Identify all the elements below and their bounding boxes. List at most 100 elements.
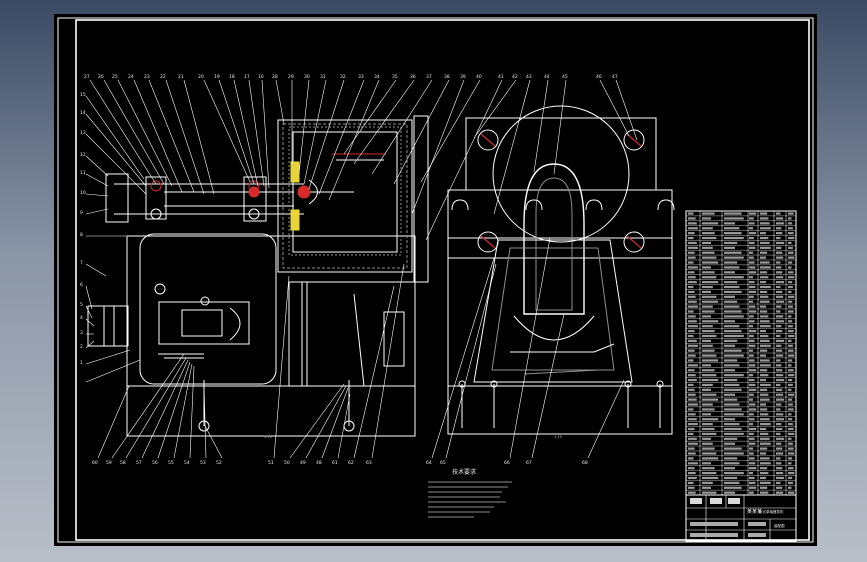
parts-list-cell-text [776,212,781,215]
parts-list-cell-text [776,232,783,235]
parts-list-cell-text [749,276,753,279]
parts-list-cell-text [724,378,738,382]
parts-list-cell-text [688,359,694,362]
parts-list-cell-text [702,408,715,411]
parts-list-cell-text [688,378,697,382]
parts-list-cell-text [702,339,711,342]
parts-list-cell-text [688,320,697,323]
svg-text:33: 33 [358,74,364,80]
parts-list-cell-text [760,276,769,279]
parts-list-cell-text [749,423,753,426]
parts-list-cell-text [688,266,698,269]
svg-text:3: 3 [80,330,83,336]
parts-list-cell-text [688,271,695,274]
svg-text:67: 67 [526,460,532,466]
parts-list-cell-text [776,329,783,333]
svg-text:58: 58 [120,460,126,466]
parts-list-cell-text [760,427,766,431]
parts-list-cell-text [724,427,742,431]
parts-list-cell-text [688,354,696,357]
parts-list-cell-text [788,354,795,357]
svg-text:28: 28 [272,74,278,80]
parts-list-cell-text [760,232,766,235]
parts-list-cell-text [724,413,744,416]
svg-text:25: 25 [112,74,118,80]
parts-list-cell-text [724,285,740,289]
parts-list-cell-text [749,295,754,298]
side-view-accents [480,133,642,249]
svg-text:1: 1 [80,360,83,366]
parts-list-cell-text [688,217,696,220]
parts-list-cell-text [724,398,738,401]
parts-list-cell-text [776,241,785,245]
parts-list-cell-text [688,261,694,264]
parts-list-cell-text [702,364,711,367]
parts-list-cell-text [760,471,769,475]
parts-list-cell-text [776,320,785,323]
parts-list-cell-text [724,447,742,450]
parts-list-cell-text [688,403,698,406]
parts-list-cell-text [760,281,766,284]
parts-list-cell-text [688,374,696,377]
parts-list-cell-text [788,300,793,303]
parts-list-cell-text [776,393,784,396]
svg-text:59: 59 [106,460,112,466]
parts-list-cell-text [724,325,740,328]
svg-text:44: 44 [544,74,550,80]
parts-list-cell-text [776,437,785,440]
parts-list-cell-text [724,339,738,342]
parts-list-cell-text [702,486,711,489]
parts-list-cell-text [688,398,697,401]
parts-list-cell-text [702,212,715,215]
parts-list-cell-text [724,241,738,245]
parts-list-cell-text [749,256,754,259]
parts-list-cell-text [749,491,754,494]
parts-list-cell-text [760,408,768,411]
parts-list-cell-text [776,442,782,445]
parts-list-cell-text [688,423,698,426]
svg-text:61: 61 [332,460,338,466]
parts-list-cell-text [760,310,768,313]
parts-list-cell-text [724,344,735,347]
parts-list-cell-text [760,388,768,391]
parts-list-cell-text [760,418,770,421]
svg-text:13: 13 [80,130,86,136]
parts-list-cell-text [724,305,740,308]
parts-list-cell-text [788,276,795,279]
svg-text:45: 45 [562,74,568,80]
parts-list-cell-text [724,442,735,445]
motor [158,301,250,345]
parts-list-cell-text [702,236,717,240]
parts-list-cell-text [788,339,792,342]
parts-list-cell-text [702,334,717,338]
svg-text:54: 54 [184,460,190,466]
parts-list-cell-text [760,486,768,489]
parts-list-cell-text [702,354,717,357]
parts-list-cell-text [702,290,711,294]
parts-list-cell-text [724,388,742,391]
parts-list-cell-text [749,349,753,352]
title-block-text: 某某某 卧式单轴搅拌机 装配图 [690,498,785,537]
parts-list-cell-text [776,481,781,484]
parts-list-cell-text [760,491,769,494]
parts-list-cell-text [776,476,785,480]
svg-text:30: 30 [304,74,310,80]
parts-list-cell-text [749,305,756,308]
parts-list-cell-text [749,403,756,406]
parts-list-cell-text [749,325,753,328]
parts-list-cell-text [724,217,744,220]
parts-list-cell-text [749,320,755,323]
parts-list-cell-text [788,281,793,284]
parts-list-cell-text [749,413,754,416]
svg-text:53: 53 [200,460,206,466]
parts-list-cell-text [788,217,792,220]
parts-list-cell-text [749,261,755,264]
parts-list-cell-text [788,388,792,391]
svg-text:32: 32 [340,74,346,80]
title-block-drawing-no: 装配图 [774,523,785,528]
parts-list-cell-text [749,471,753,475]
parts-list-cell-text [749,339,755,342]
parts-list-cell-text [776,427,783,431]
svg-text:1:10: 1:10 [554,435,562,439]
